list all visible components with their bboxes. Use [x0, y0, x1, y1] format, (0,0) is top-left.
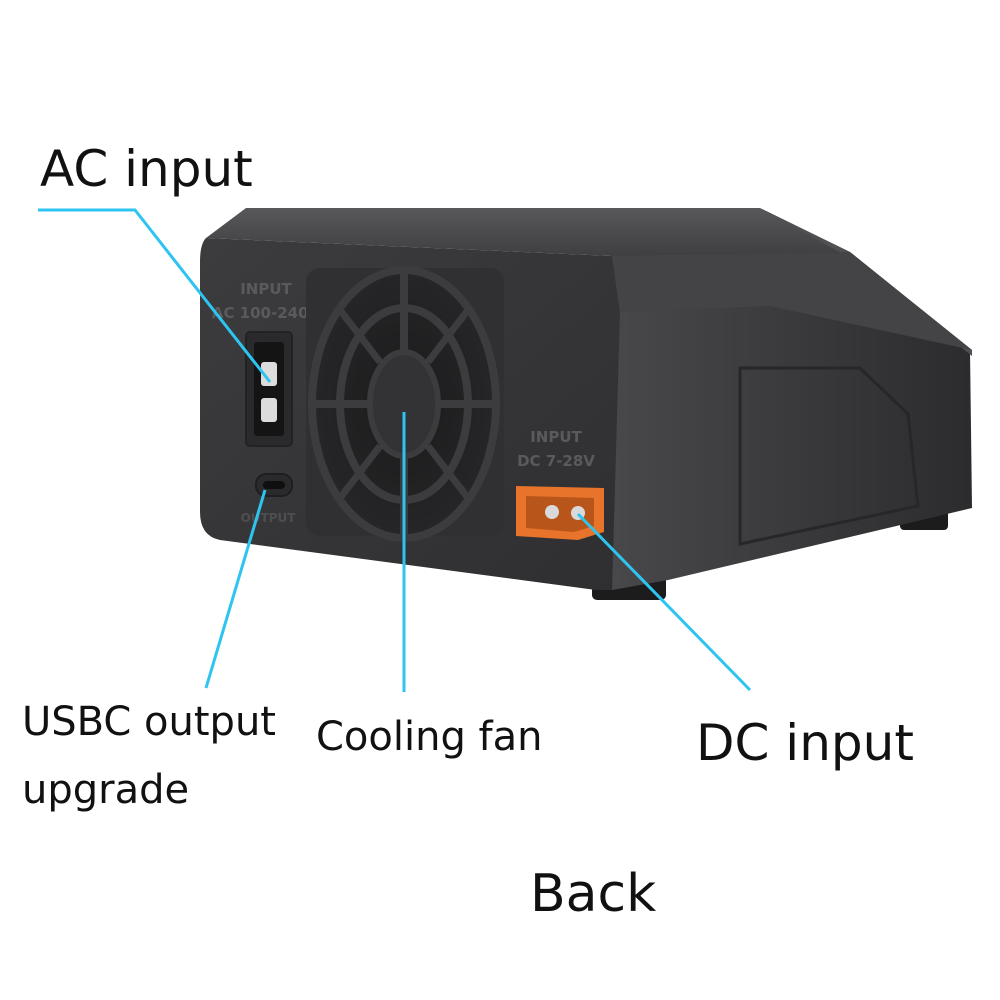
ac-port-marking: AC 100-240V	[212, 304, 321, 322]
dc-input-label: DC input	[696, 714, 914, 772]
usbc-port-marking: OUTPUT	[241, 511, 297, 525]
device-side-panel	[612, 250, 972, 590]
callout-lines	[38, 208, 752, 692]
callout-line-usbc	[204, 489, 267, 689]
rear-side-bevel	[612, 252, 972, 350]
callout-line-dc-input	[576, 512, 752, 692]
cooling-fan-label: Cooling fan	[316, 714, 543, 760]
cooling-fan-grille	[306, 266, 504, 542]
ac-port-marking: INPUT	[240, 280, 292, 298]
dc-port-marking: DC 7-28V	[517, 452, 595, 470]
dc-port-marking: INPUT	[530, 428, 582, 446]
usbc-output-label-line1: USBC output	[22, 699, 276, 745]
device-top-panel	[206, 208, 850, 256]
charger-device: INPUT AC 100-240V OUTPUT	[200, 208, 972, 600]
usbc-output-label-line2: upgrade	[22, 767, 190, 813]
ac-inlet-port	[245, 331, 293, 447]
callout-line-ac-input	[38, 208, 272, 383]
ac-input-label: AC input	[40, 140, 253, 198]
view-label-back: Back	[530, 864, 657, 924]
side-contour	[738, 366, 920, 546]
usbc-port	[255, 473, 293, 497]
xt60-dc-connector	[516, 486, 604, 540]
usbc-output-label: USBC output upgrade	[22, 688, 276, 824]
